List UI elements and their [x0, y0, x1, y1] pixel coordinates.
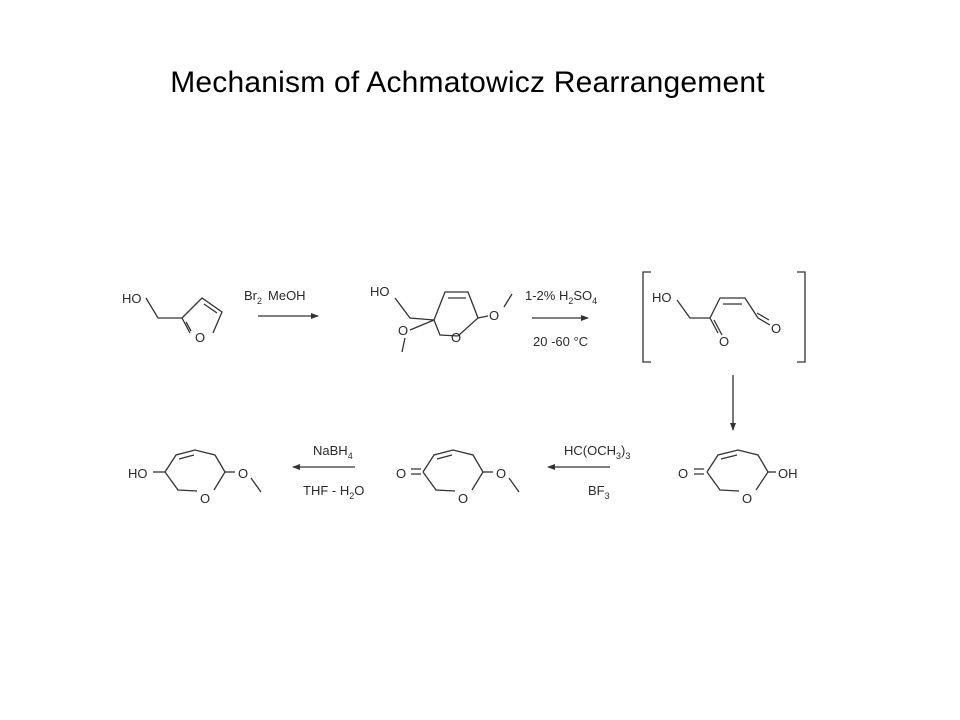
- reagent-paren-subscript: 3: [625, 451, 630, 461]
- reagent-water-o: O: [354, 483, 364, 498]
- hydroxy-pyranone-structure: O O OH: [678, 449, 798, 506]
- atom-label-oh: OH: [778, 466, 798, 481]
- atom-label-o-carbonyl-5: O: [396, 466, 406, 481]
- svg-text:THF - H2O: THF - H2O: [303, 483, 364, 501]
- reaction-arrow-2: 1-2% H2SO4 20 -60 °C: [525, 288, 597, 349]
- reagent-water-subscript: 2: [349, 491, 354, 501]
- atom-label-o-ring-5: O: [458, 491, 468, 506]
- reagent-bf-subscript: 3: [605, 491, 610, 501]
- open-chain-intermediate-structure: HO O O: [642, 271, 806, 363]
- svg-text:BF3: BF3: [588, 483, 610, 501]
- dimethoxy-dihydrofuran-structure: HO O O O: [370, 284, 513, 353]
- reagent-so: SO: [573, 288, 592, 303]
- atom-label-o-ring-6: O: [200, 491, 210, 506]
- reagent-nabh-subscript: 4: [348, 451, 353, 461]
- reagent-bf: BF: [588, 483, 605, 498]
- atom-label-o-carbonyl-4: O: [678, 466, 688, 481]
- atom-label-o-ketone: O: [719, 334, 729, 349]
- atom-label-o-aldehyde: O: [771, 321, 781, 336]
- atom-label-o-methoxy-6: O: [238, 466, 248, 481]
- atom-label-ho: HO: [122, 291, 142, 306]
- reagent-so-subscript: 4: [592, 296, 597, 306]
- reaction-arrow-5: NaBH4 THF - H2O: [292, 443, 364, 501]
- reagent-paren-close: ): [621, 443, 625, 458]
- atom-label-o-methoxy-2: O: [489, 308, 499, 323]
- reagent-nabh: NaBH: [313, 443, 348, 458]
- atom-label-o-ring-2: O: [451, 330, 461, 345]
- methoxy-pyranone-structure: O O O: [396, 449, 520, 506]
- reagent-br: Br: [244, 288, 258, 303]
- reagent-meoh: MeOH: [268, 288, 306, 303]
- furfuryl-alcohol-structure: HO O: [122, 291, 223, 345]
- reagent-ch3-subscript: 3: [616, 451, 621, 461]
- reagent-h-subscript: 2: [568, 296, 573, 306]
- atom-label-ho-3: HO: [652, 290, 672, 305]
- atom-label-ho-6: HO: [128, 466, 148, 481]
- reagent-temperature: 20 -60 °C: [533, 334, 588, 349]
- hydroxy-dihydropyran-structure: HO O O: [128, 449, 262, 506]
- slide-title: Mechanism of Achmatowicz Rearrangement: [170, 66, 765, 99]
- reagent-br-subscript: 2: [257, 296, 262, 306]
- svg-text:1-2% H2SO4: 1-2% H2SO4: [525, 288, 597, 306]
- atom-label-o: O: [195, 330, 205, 345]
- reagent-thf-water: THF - H: [303, 483, 349, 498]
- reagent-acid: 1-2% H: [525, 288, 568, 303]
- svg-text:HC(OCH3)3: HC(OCH3)3: [564, 443, 630, 461]
- atom-label-o-methoxy-5: O: [496, 466, 506, 481]
- reaction-arrow-1: Br2 MeOH: [244, 288, 319, 319]
- atom-label-o-methoxy-1: O: [398, 323, 408, 338]
- atom-label-o-ring-4: O: [742, 491, 752, 506]
- svg-text:NaBH4: NaBH4: [313, 443, 353, 461]
- reaction-arrow-4: HC(OCH3)3 BF3: [547, 443, 630, 501]
- atom-label-ho-2: HO: [370, 284, 390, 299]
- reagent-trimethyl-orthoformate: HC(OCH: [564, 443, 616, 458]
